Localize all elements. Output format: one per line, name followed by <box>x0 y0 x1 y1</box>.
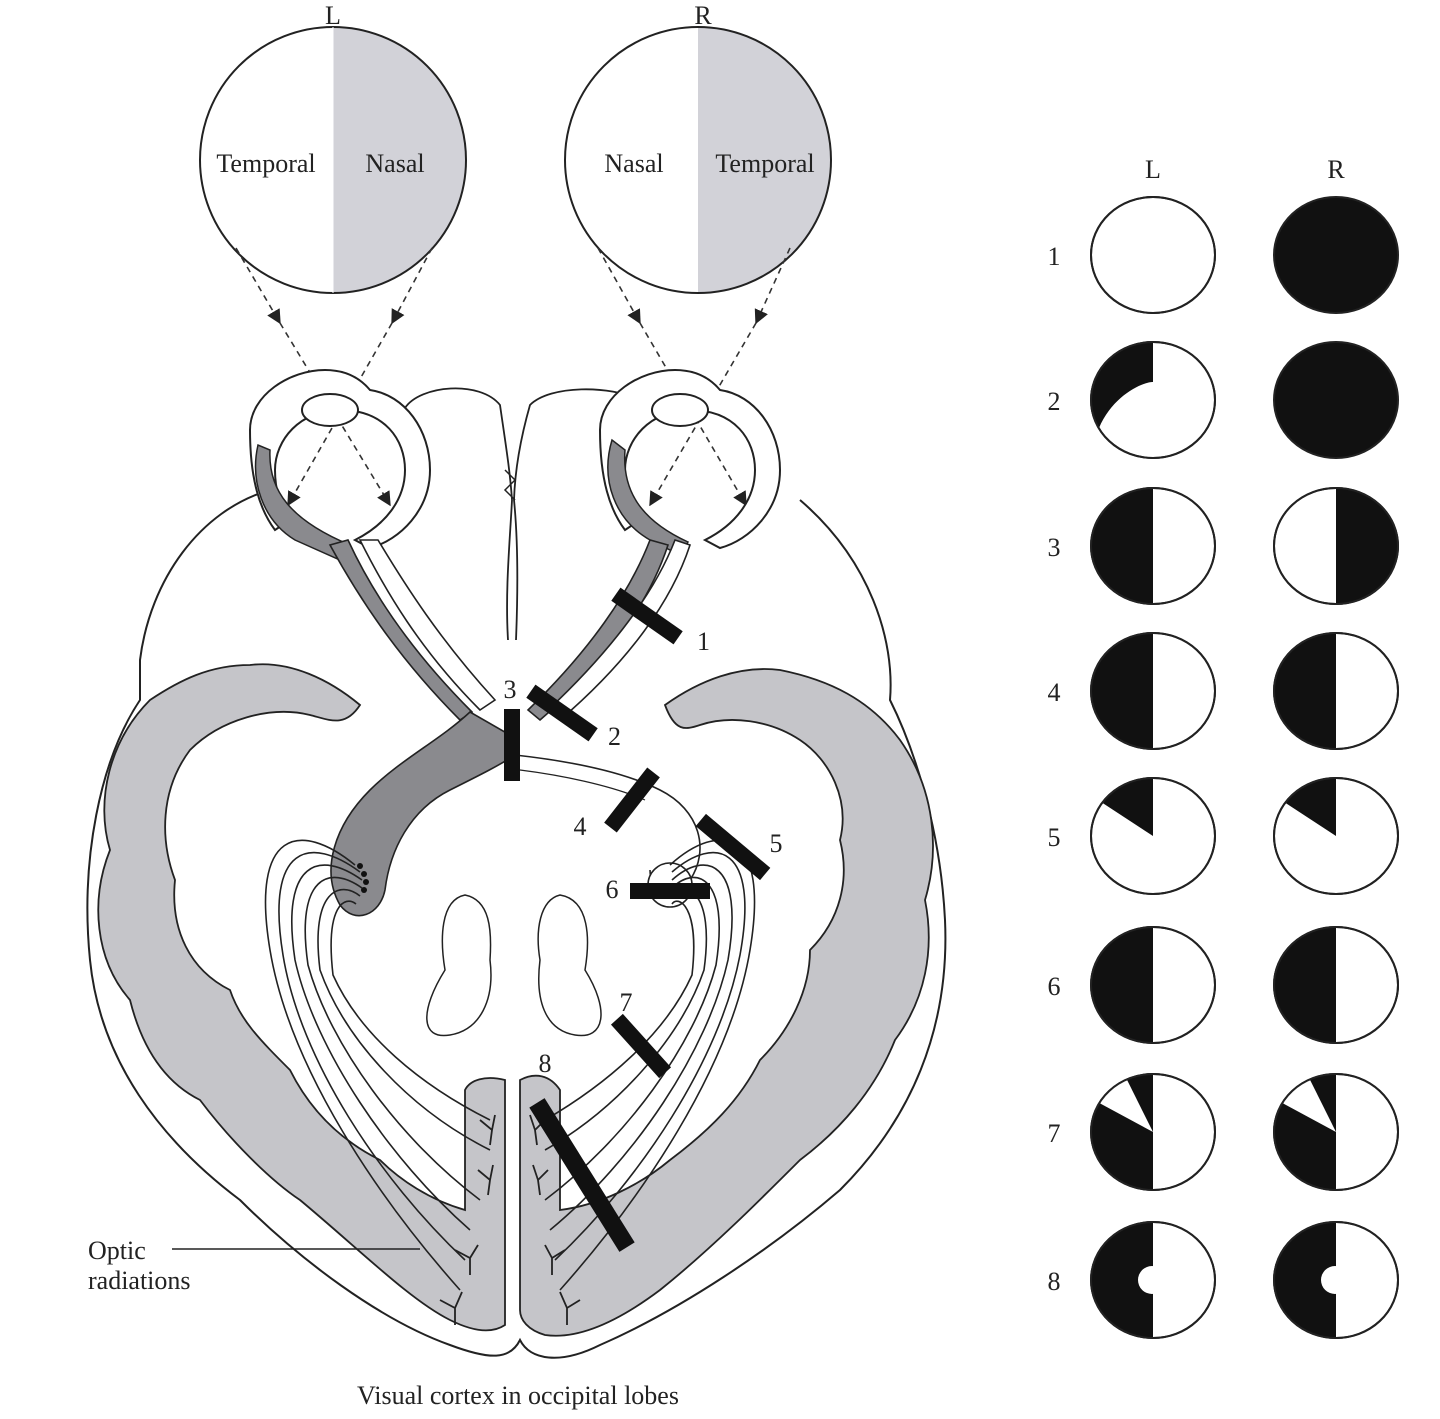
row-number-7: 7 <box>1048 1119 1061 1148</box>
lesion-bar-2 <box>526 684 598 742</box>
lesion-num-7: 7 <box>620 988 633 1017</box>
row-number-3: 3 <box>1048 533 1061 562</box>
field-left-7 <box>1090 1073 1216 1191</box>
lesion-num-6: 6 <box>606 875 619 904</box>
row-number-4: 4 <box>1048 678 1061 707</box>
lesion-num-5: 5 <box>770 829 783 858</box>
cortex-left <box>97 663 506 1332</box>
field-left-2 <box>1090 341 1216 459</box>
field-right-5 <box>1273 777 1399 895</box>
field-right-1 <box>1273 196 1399 314</box>
lesion-num-8: 8 <box>539 1049 552 1078</box>
field-right-2 <box>1273 341 1399 459</box>
optic-label-line1: Optic <box>88 1236 146 1265</box>
field-right-8 <box>1273 1221 1399 1339</box>
right-nasal-label: Nasal <box>604 149 663 178</box>
field-left-4 <box>1090 632 1216 750</box>
right-field-circle <box>564 26 832 294</box>
lesion-bars <box>504 587 771 1252</box>
field-left-5 <box>1090 777 1216 895</box>
lesion-bar-7 <box>610 1013 672 1079</box>
left-temporal-label: Temporal <box>216 149 315 178</box>
lesion-num-3: 3 <box>504 675 517 704</box>
right-eye <box>598 368 782 556</box>
lesion-bar-8 <box>529 1098 635 1252</box>
lesion-bar-1 <box>611 587 683 645</box>
row-number-1: 1 <box>1048 242 1061 271</box>
left-optic-radiations <box>264 839 491 1291</box>
lgn-left-dots <box>357 863 369 893</box>
deficit-table: L R 1 2 3 4 5 6 7 8 <box>1048 155 1399 1339</box>
field-left-1 <box>1090 196 1216 314</box>
field-right-4 <box>1273 632 1399 750</box>
lesion-bar-3 <box>504 709 520 781</box>
lesion-num-2: 2 <box>608 722 621 751</box>
table-header-left: L <box>1145 155 1161 184</box>
cortex-caption: Visual cortex in occipital lobes <box>357 1381 679 1410</box>
field-left-6 <box>1090 926 1216 1044</box>
left-nasal-label: Nasal <box>365 149 424 178</box>
cortex-right <box>519 668 934 1337</box>
table-header-right: R <box>1327 155 1345 184</box>
lesion-bar-5 <box>695 813 771 881</box>
row-number-8: 8 <box>1048 1267 1061 1296</box>
lesion-num-1: 1 <box>697 627 710 656</box>
row-number-6: 6 <box>1048 972 1061 1001</box>
right-temporal-label: Temporal <box>715 149 814 178</box>
row-number-2: 2 <box>1048 387 1061 416</box>
field-left-8 <box>1090 1221 1216 1339</box>
left-eye-letter: L <box>325 1 341 30</box>
field-left-3 <box>1090 487 1216 605</box>
right-eye-letter: R <box>694 1 712 30</box>
row-number-5: 5 <box>1048 823 1061 852</box>
lesion-bar-4 <box>604 767 660 833</box>
field-right-7 <box>1273 1073 1399 1191</box>
optic-label-line2: radiations <box>88 1266 191 1295</box>
field-right-3 <box>1273 487 1399 605</box>
lesion-bar-6 <box>630 883 710 899</box>
lesion-num-4: 4 <box>574 812 587 841</box>
left-eye <box>248 368 432 561</box>
field-right-6 <box>1273 926 1399 1044</box>
